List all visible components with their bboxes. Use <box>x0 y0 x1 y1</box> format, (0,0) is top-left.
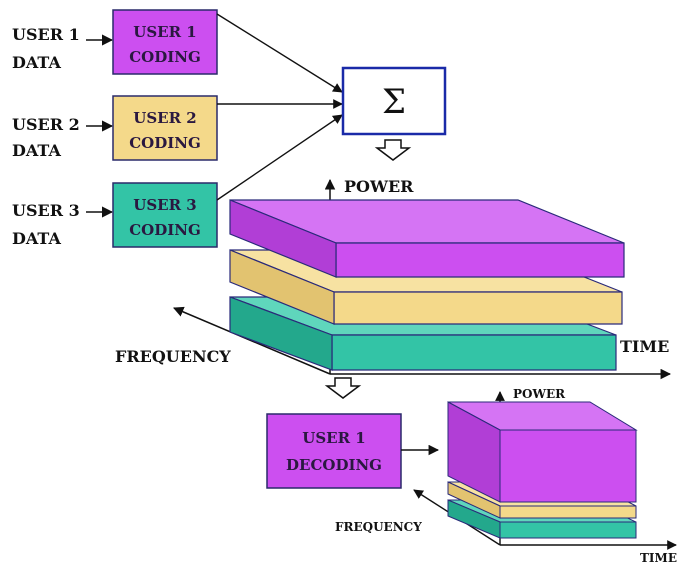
decoding-label-line2: DECODING <box>286 456 382 474</box>
summation-symbol: Σ <box>382 82 406 122</box>
user3-input-label: USER 3 <box>12 201 80 220</box>
user1-coding-label-line2: CODING <box>129 48 201 66</box>
user1-input-label: USER 1 <box>12 25 80 44</box>
main-user1-slab <box>229 199 625 278</box>
user2-input-label: USER 2 <box>12 115 80 134</box>
user1-data-label: DATA <box>12 53 61 72</box>
user3-to-sum-arrow <box>216 114 343 201</box>
user3-coding-box <box>112 182 218 248</box>
sum-output-arrow <box>374 139 412 161</box>
user1-to-sum-arrow <box>216 13 343 93</box>
main-power-label: POWER <box>344 177 414 196</box>
user3-coding-label-line2: CODING <box>129 221 201 239</box>
decoding-label-line1: USER 1 <box>302 429 365 447</box>
user1-decoding-box <box>266 413 402 489</box>
small-frequency-label: FREQUENCY <box>335 520 422 534</box>
plot-output-arrow <box>324 377 362 399</box>
small-time-label: TIME <box>640 551 677 565</box>
user1-coding-label-line1: USER 1 <box>133 23 196 41</box>
small-user1-slab <box>447 401 638 503</box>
user2-coding-label-line2: CODING <box>129 134 201 152</box>
user1-coding-box <box>112 9 218 75</box>
small-power-label: POWER <box>513 387 566 401</box>
user2-coding-label-line1: USER 2 <box>133 109 196 127</box>
user2-data-label: DATA <box>12 141 61 160</box>
user2-coding-box <box>112 95 218 161</box>
main-frequency-axis <box>173 306 331 375</box>
main-frequency-label: FREQUENCY <box>115 347 231 366</box>
user3-coding-label-line1: USER 3 <box>133 196 196 214</box>
summation-box <box>341 66 447 136</box>
main-time-label: TIME <box>620 337 669 356</box>
user3-data-label: DATA <box>12 229 61 248</box>
